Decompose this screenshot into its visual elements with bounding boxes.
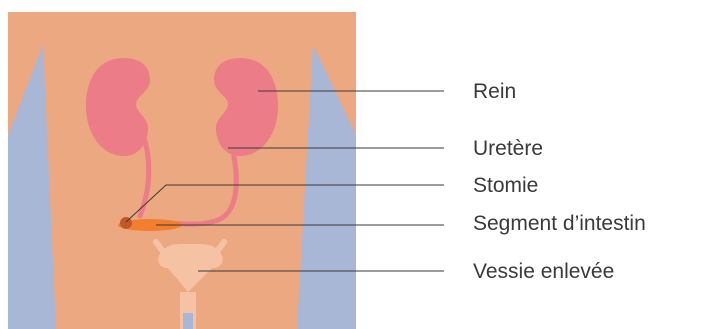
stoma [120,217,132,229]
label-uretere: Uretère [473,138,543,159]
label-stomie: Stomie [473,175,538,196]
label-vessie: Vessie enlevée [473,261,614,282]
label-rein: Rein [473,81,516,102]
label-segment: Segment d’intestin [473,213,646,234]
